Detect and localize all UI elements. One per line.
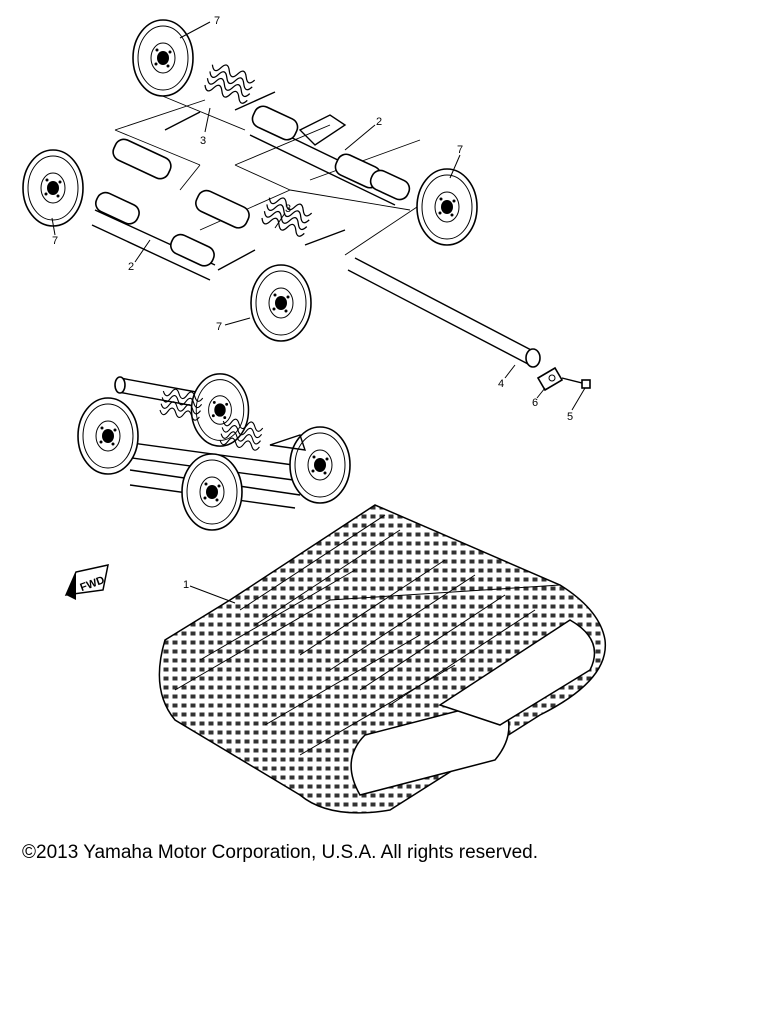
callout-wheel-right: 7 (457, 144, 463, 156)
callout-shaft: 4 (498, 378, 504, 390)
copyright-text: ©2013 Yamaha Motor Corporation, U.S.A. A… (22, 842, 538, 863)
callout-spring-mid: 3 (285, 203, 291, 215)
callout-wheel-top-left: 7 (214, 15, 220, 27)
callout-bolt: 5 (567, 411, 573, 423)
track (158, 504, 607, 814)
exploded-assembly (22, 19, 591, 392)
assembled-suspension (77, 373, 351, 531)
callout-arm-left: 2 (128, 261, 134, 273)
callout-wheel-left: 7 (52, 235, 58, 247)
callout-track: 1 (183, 579, 189, 591)
callout-labels: 7 3 2 7 7 3 2 7 4 6 5 1 (52, 15, 573, 591)
callout-wheel-bottom: 7 (216, 321, 222, 333)
fwd-arrow: FWD (64, 564, 109, 600)
callout-plate: 6 (532, 397, 538, 409)
parts-diagram: FWD 7 3 2 7 7 3 2 7 4 6 5 1 (22, 15, 607, 814)
leaders (51, 21, 586, 604)
callout-arm-top: 2 (376, 116, 382, 128)
callout-spring-top: 3 (200, 135, 206, 147)
